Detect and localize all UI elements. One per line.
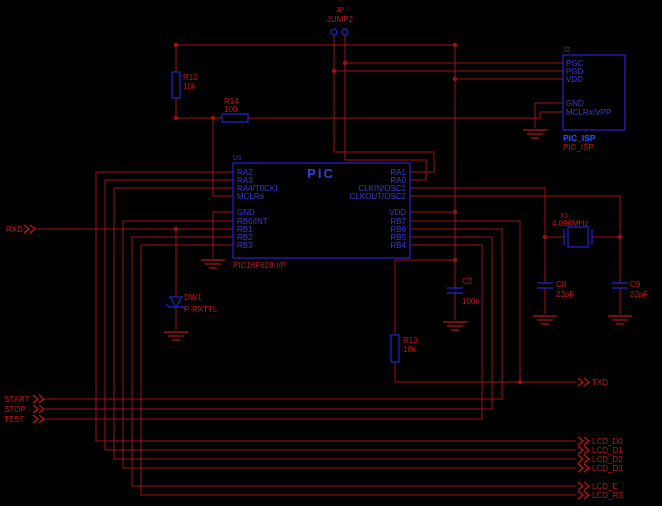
pin-label: MCLR# <box>237 192 265 201</box>
pin-label: RB6 <box>390 225 406 234</box>
jumper-value: JUMP2 <box>327 15 354 24</box>
crystal-value: 4.096MHz <box>552 219 588 228</box>
port-rxd[interactable]: RXD <box>6 224 36 234</box>
port-label: START <box>4 395 30 404</box>
mcu-title: PIC <box>307 166 335 181</box>
port-label: LCD_D0 <box>592 437 623 446</box>
resistor-value: 10k <box>403 345 417 354</box>
port-arrow-icon <box>577 490 590 500</box>
pin-label: RA4/T0CKI <box>237 184 277 193</box>
ground-symbol[interactable] <box>523 129 547 139</box>
pin-label: CLKIN/OSC1 <box>358 184 406 193</box>
port-arrow-icon <box>577 436 590 446</box>
capacitor-c2[interactable]: C2 100n <box>447 277 480 306</box>
port-arrow-icon <box>577 377 590 387</box>
resistor-value: 10k <box>183 82 197 91</box>
crystal-x1[interactable]: X1 4.096MHz <box>552 213 593 248</box>
resistor-r14[interactable]: R14 100 <box>221 97 249 123</box>
port-label: LCD_D2 <box>592 455 623 464</box>
jumper[interactable]: JP JUMP2 <box>327 7 354 36</box>
port-stop[interactable]: STOP <box>4 404 45 414</box>
ground-symbol[interactable] <box>608 315 632 325</box>
port-test[interactable]: TEST <box>4 414 45 424</box>
port-arrow-icon <box>23 224 36 234</box>
capacitor-c9[interactable]: C9 22pF <box>612 280 648 299</box>
isp-value: PIC_ISP <box>563 143 594 152</box>
diode-ref: DW1 <box>184 293 202 302</box>
capacitor-ref: C2 <box>462 277 473 286</box>
capacitor-c8[interactable]: C8 22pF <box>537 280 574 299</box>
port-label: TXD <box>592 378 608 387</box>
isp-connector[interactable]: J2 PGC PGD VDD GND MCLR#/VPP PIC_ISP PIC… <box>562 47 626 152</box>
pin-label: VDD <box>566 75 583 84</box>
pin-label: RA0 <box>390 176 406 185</box>
port-label: LCD_RS <box>592 491 624 500</box>
resistor-r12[interactable]: R12 10k <box>171 71 198 99</box>
port-label: LCD_D3 <box>592 464 623 473</box>
port-arrow-icon <box>32 414 45 424</box>
port-txd[interactable]: TXD <box>577 377 608 387</box>
port-label: TEST <box>4 415 25 424</box>
port-lcd-e[interactable]: LCD_E <box>577 481 618 491</box>
port-start[interactable]: START <box>4 394 45 404</box>
pin-label: CLKOUT/OSC2 <box>350 192 407 201</box>
diode-value: P-RXTTL <box>184 305 218 314</box>
mcu-part-number: PIC16F628-I/P <box>233 261 286 270</box>
port-label: RXD <box>6 225 23 234</box>
diode-dw1[interactable]: DW1 P-RXTTL <box>165 293 218 314</box>
pin-label: GND <box>237 208 255 217</box>
port-lcd-d3[interactable]: LCD_D3 <box>577 463 623 473</box>
pin-label: RB0/INT <box>237 217 268 226</box>
port-arrow-icon <box>577 481 590 491</box>
port-arrow-icon <box>577 463 590 473</box>
wires[interactable] <box>36 35 621 496</box>
ground-symbol[interactable] <box>164 331 188 341</box>
pin-label: RA2 <box>237 168 253 177</box>
port-label: LCD_D1 <box>592 446 623 455</box>
ground-symbol[interactable] <box>533 315 557 325</box>
capacitor-value: 22pF <box>630 290 648 299</box>
ground-symbol[interactable] <box>443 321 467 331</box>
pin-label: PGC <box>566 59 584 68</box>
junction-dots <box>173 42 623 385</box>
jumper-ref: JP <box>336 7 345 14</box>
pin-label: RA3 <box>237 176 253 185</box>
ground-symbol[interactable] <box>201 259 225 269</box>
pin-label: RB7 <box>390 217 406 226</box>
pin-label: RA1 <box>390 168 406 177</box>
mcu-ref: U1 <box>233 155 242 162</box>
resistor-ref: R13 <box>403 336 418 345</box>
port-lcd-d0[interactable]: LCD_D0 <box>577 436 623 446</box>
port-lcd-rs[interactable]: LCD_RS <box>577 490 624 500</box>
port-label: LCD_E <box>592 482 618 491</box>
port-label: STOP <box>4 405 26 414</box>
port-arrow-icon <box>577 445 590 455</box>
resistor-ref: R14 <box>224 97 239 106</box>
pin-label: GND <box>566 99 584 108</box>
pin-label: PGD <box>566 67 584 76</box>
isp-name: PIC_ISP <box>563 133 596 143</box>
capacitor-value: 22pF <box>556 290 574 299</box>
capacitor-value: 100n <box>462 297 480 306</box>
port-arrow-icon <box>32 404 45 414</box>
pin-label: RB4 <box>390 241 406 250</box>
pin-label: RB3 <box>237 241 253 250</box>
pin-label: RB1 <box>237 225 253 234</box>
pin-label: RB2 <box>237 233 253 242</box>
port-arrow-icon <box>577 454 590 464</box>
resistor-ref: R12 <box>183 73 198 82</box>
crystal-ref: X1 <box>560 213 569 220</box>
mcu[interactable]: U1 PIC PIC16F628-I/P RA2 RA3 RA4/T0CKI M… <box>232 155 411 270</box>
port-lcd-d2[interactable]: LCD_D2 <box>577 454 623 464</box>
resistor-value: 100 <box>224 105 238 114</box>
pin-label: VDD <box>389 208 406 217</box>
port-lcd-d1[interactable]: LCD_D1 <box>577 445 623 455</box>
resistor-r13[interactable]: R13 10k <box>390 334 418 363</box>
isp-ref: J2 <box>563 47 571 54</box>
capacitor-ref: C8 <box>556 280 567 289</box>
pin-label: MCLR#/VPP <box>566 108 611 117</box>
pin-label: RB5 <box>390 233 406 242</box>
port-arrow-icon <box>32 394 45 404</box>
capacitor-ref: C9 <box>630 280 641 289</box>
